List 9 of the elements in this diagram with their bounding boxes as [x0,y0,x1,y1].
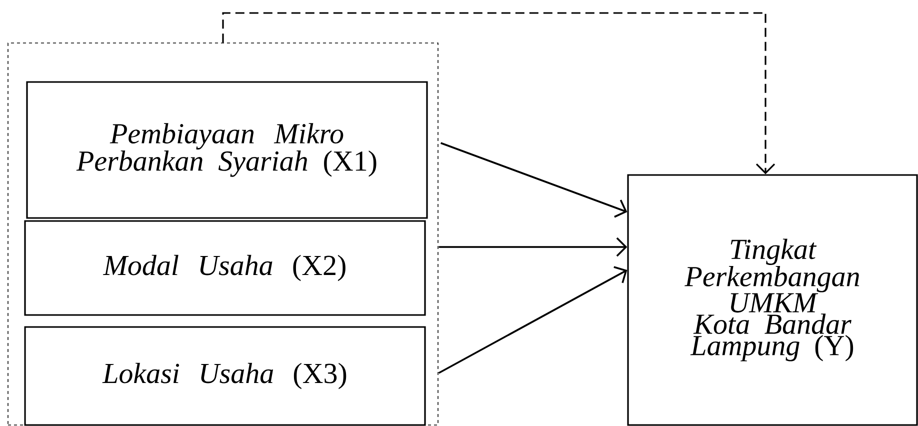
variable-box: Lokasi Usaha (X3) [24,326,426,426]
variable-box: Tingkat Perkembangan UMKM Kota Bandar Lampung (Y) [627,174,918,426]
arrow [440,142,628,218]
arrow [438,266,628,374]
variable-box: Pembiayaan Mikro Perbankan Syariah (X1) [26,81,428,219]
arrow [222,12,776,174]
variable-box: Modal Usaha (X2) [24,220,426,316]
arrow [438,237,628,257]
group-box [8,42,438,426]
